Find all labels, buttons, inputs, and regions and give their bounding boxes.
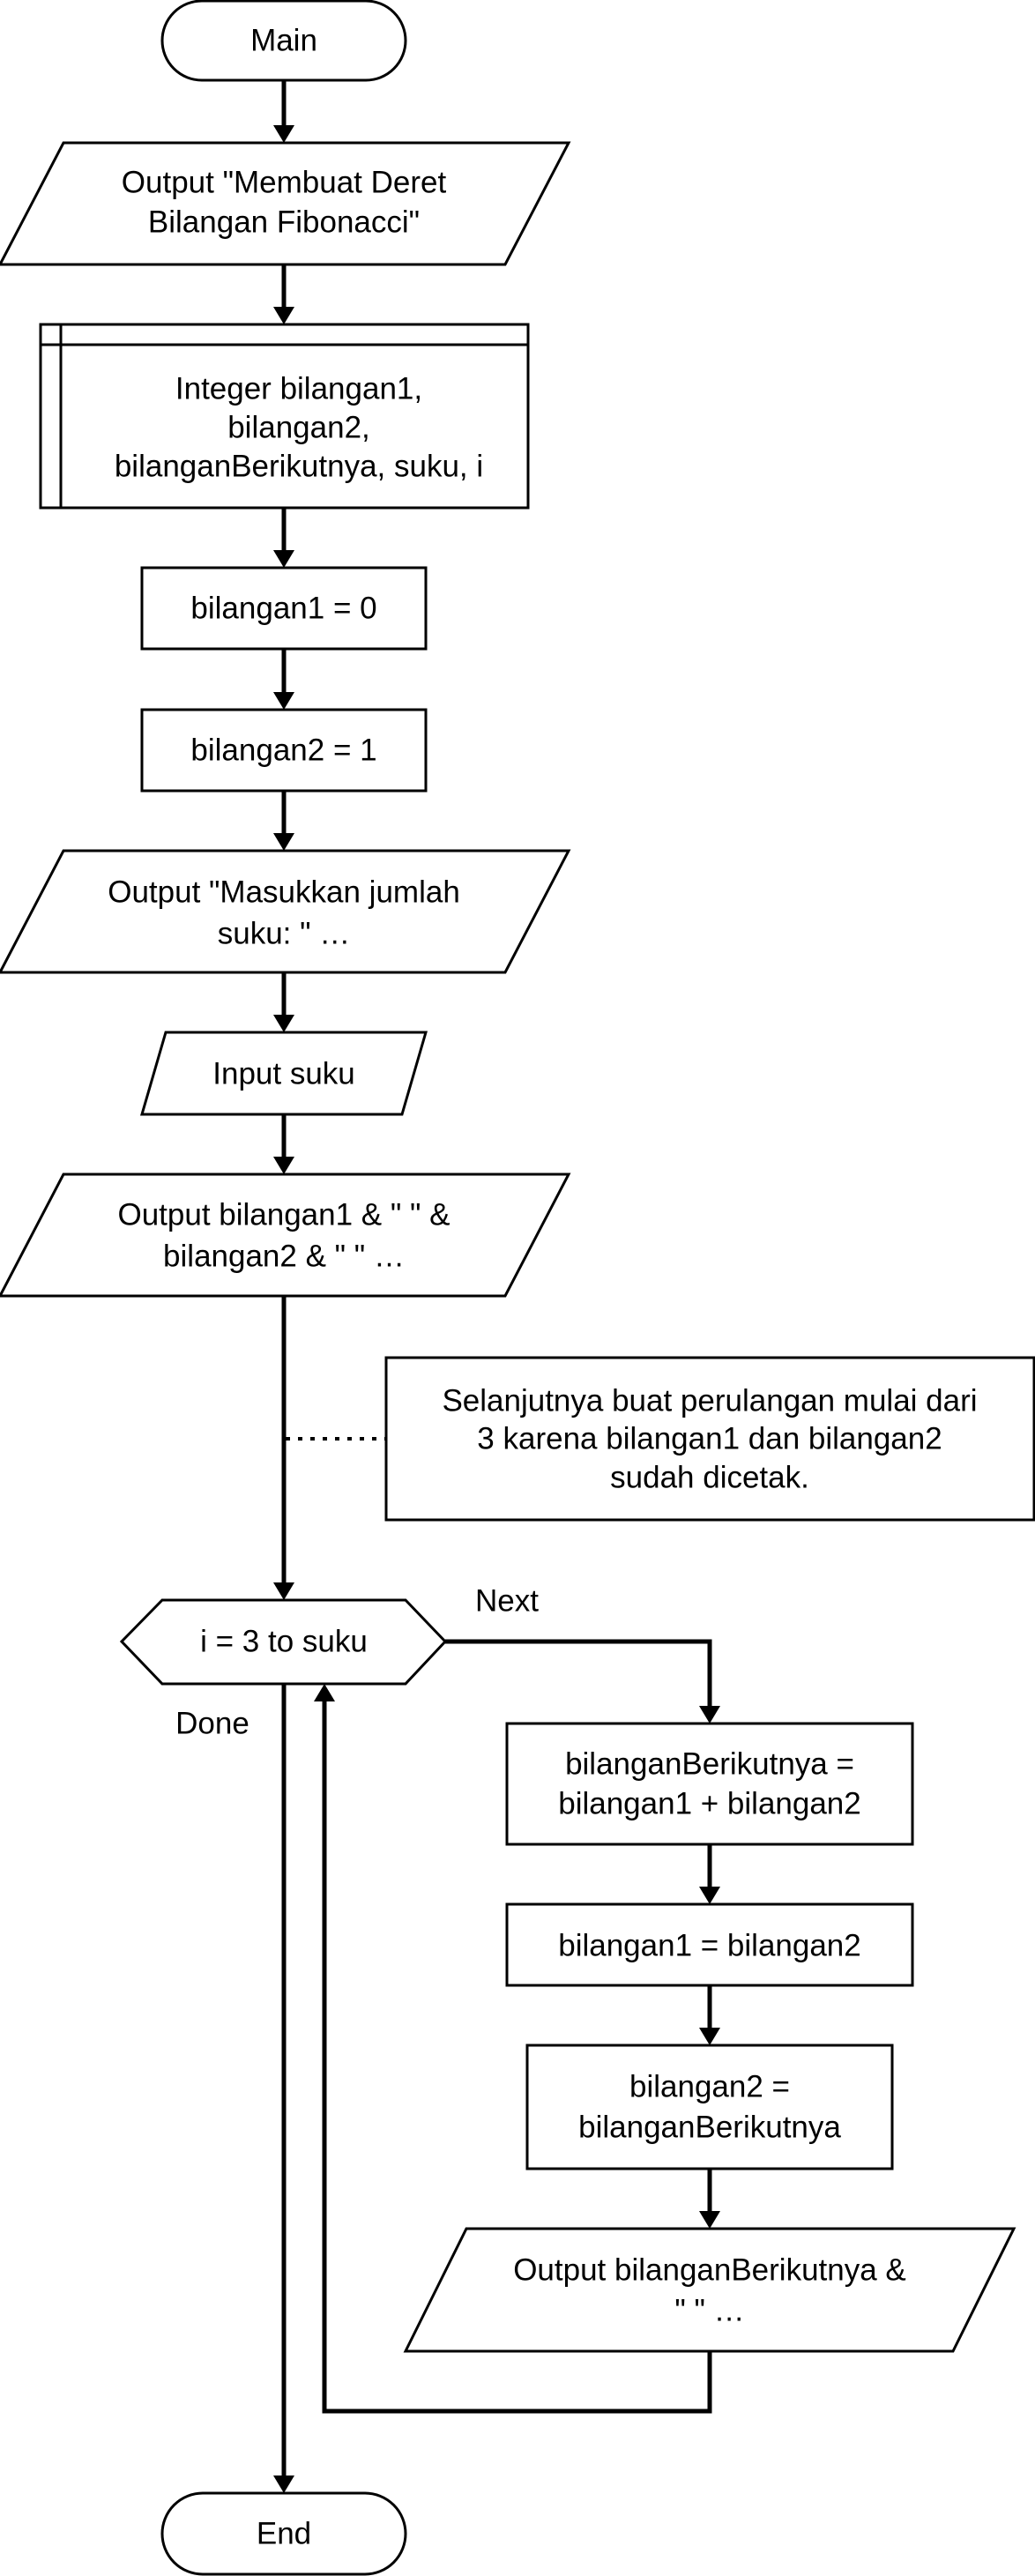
output-first-two-line-2: bilangan2 & " " … — [163, 1240, 405, 1274]
start-terminal: Main — [160, 0, 407, 82]
output-title-line-2: Bilangan Fibonacci" — [148, 205, 420, 240]
edge-loop-back — [322, 1701, 712, 2414]
arrowhead — [273, 1582, 294, 1600]
loop-done-label: Done — [175, 1707, 249, 1741]
output-next-node: Output bilanganBerikutnya & " " … — [403, 2227, 1016, 2353]
loop-header-label: i = 3 to suku — [200, 1625, 368, 1659]
declare-line-3: bilanganBerikutnya, suku, i — [115, 450, 483, 484]
shift-b2-node: bilangan2 = bilanganBerikutnya — [525, 2044, 894, 2170]
arrowhead — [699, 2028, 720, 2045]
assign-b2-node: bilangan2 = 1 — [140, 708, 428, 793]
loop-header-node: i = 3 to suku — [119, 1598, 448, 1686]
shift-b2-line-1: bilangan2 = — [629, 2070, 790, 2104]
comment-line-2: 3 karena bilangan1 dan bilangan2 — [477, 1422, 942, 1456]
output-next-line-1: Output bilanganBerikutnya & — [513, 2253, 906, 2288]
input-suku-label: Input suku — [212, 1057, 355, 1091]
output-first-two-node: Output bilangan1 & " " & bilangan2 & " "… — [0, 1173, 571, 1298]
compute-next-line-1: bilanganBerikutnya = — [565, 1747, 854, 1782]
output-title-node: Output "Membuat Deret Bilangan Fibonacci… — [0, 141, 571, 266]
shift-b2-line-2: bilanganBerikutnya — [578, 2111, 841, 2145]
arrowhead — [273, 550, 294, 568]
output-first-two-line-1: Output bilangan1 & " " & — [117, 1198, 450, 1232]
start-label: Main — [250, 24, 317, 58]
output-prompt-line-2: suku: " … — [218, 917, 351, 951]
output-title-line-1: Output "Membuat Deret — [122, 166, 447, 200]
loop-next-label: Next — [475, 1584, 539, 1619]
arrowhead — [273, 2475, 294, 2493]
end-terminal: End — [160, 2491, 407, 2576]
arrowhead — [314, 1684, 335, 1701]
assign-b2-label: bilangan2 = 1 — [190, 733, 376, 768]
declare-line-2: bilangan2, — [227, 411, 370, 445]
comment-line-3: sudah dicetak. — [610, 1461, 809, 1495]
end-label: End — [257, 2517, 311, 2551]
comment-line-1: Selanjutnya buat perulangan mulai dari — [442, 1384, 977, 1418]
output-prompt-line-1: Output "Masukkan jumlah — [108, 875, 460, 910]
output-next-line-2: " " … — [674, 2294, 744, 2328]
arrowhead — [273, 1157, 294, 1174]
arrowhead — [273, 833, 294, 851]
compute-next-node: bilanganBerikutnya = bilangan1 + bilanga… — [505, 1722, 914, 1846]
edge-loop-next — [445, 1639, 712, 1706]
arrowhead — [273, 307, 294, 324]
declare-node: Integer bilangan1, bilangan2, bilanganBe… — [39, 323, 530, 510]
arrowhead — [273, 125, 294, 143]
arrowhead — [699, 1706, 720, 1724]
arrowhead — [273, 692, 294, 710]
compute-next-line-2: bilangan1 + bilangan2 — [558, 1787, 861, 1821]
output-prompt-node: Output "Masukkan jumlah suku: " … — [0, 849, 571, 974]
arrowhead — [273, 1015, 294, 1032]
arrowhead — [699, 1887, 720, 1904]
comment-box: Selanjutnya buat perulangan mulai dari 3… — [384, 1356, 1035, 1522]
connectors — [273, 80, 720, 2493]
input-suku-node: Input suku — [140, 1031, 428, 1116]
shift-b1-label: bilangan1 = bilangan2 — [558, 1929, 861, 1963]
assign-b1-label: bilangan1 = 0 — [190, 592, 376, 626]
declare-line-1: Integer bilangan1, — [175, 372, 422, 406]
arrowhead — [699, 2211, 720, 2229]
shift-b1-node: bilangan1 = bilangan2 — [505, 1902, 914, 1987]
assign-b1-node: bilangan1 = 0 — [140, 566, 428, 651]
